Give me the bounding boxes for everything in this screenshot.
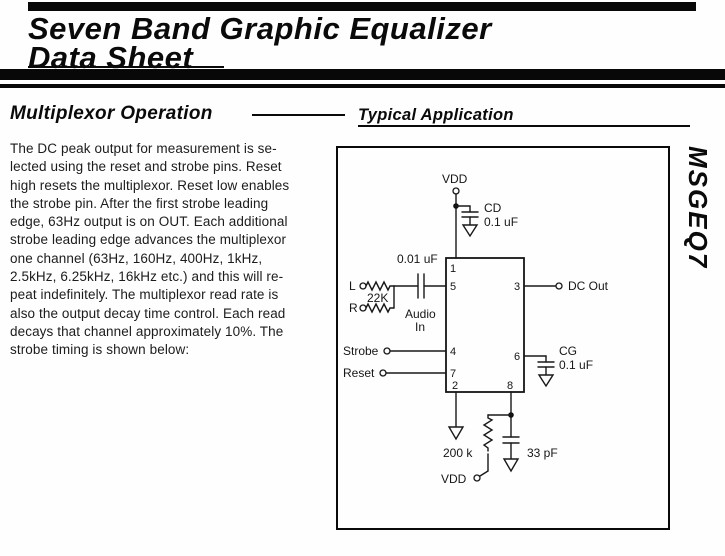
pin-1-label: 1 [450, 263, 456, 275]
typical-application-circuit-frame: VDD CD 0.1 uF 1 5 3 [336, 146, 670, 530]
multiplexor-operation-paragraph: The DC peak output for measurement is se… [10, 141, 290, 358]
ground-symbol [537, 374, 555, 388]
reset-label: Reset [343, 366, 375, 380]
reset-terminal [379, 369, 387, 377]
ic-outline [445, 257, 525, 393]
cg-value-label: 0.1 uF [559, 358, 593, 372]
title-underline [28, 66, 224, 68]
page-title-line1: Seven Band Graphic Equalizer [28, 11, 492, 46]
strobe-label: Strobe [343, 344, 379, 358]
top-rule-bar [28, 2, 696, 11]
pin8-bias-network: 200 k VDD 33 pF [441, 391, 558, 486]
left-heading-rule [252, 114, 345, 116]
vdd-top-terminal [452, 187, 460, 195]
pin2-ground [447, 391, 465, 441]
pin-4-label: 4 [450, 346, 456, 358]
pin-5-label: 5 [450, 281, 456, 293]
vdd-bottom-label: VDD [441, 472, 467, 486]
vdd-top-rail: VDD [442, 172, 468, 259]
ground-symbol [461, 224, 479, 238]
section-heading-multiplexor-operation: Multiplexor Operation [10, 103, 213, 124]
header-thin-bar [0, 84, 725, 88]
left-input-resistor [365, 280, 395, 292]
strobe-terminal [383, 347, 391, 355]
bias-resistor [482, 414, 494, 452]
right-input-label: R [349, 301, 358, 315]
vdd-bottom-terminal [473, 474, 481, 482]
right-input-resistor [365, 302, 395, 314]
cd-capacitor: CD 0.1 uF [455, 201, 518, 238]
bias-resistor-value-label: 200 k [443, 446, 473, 460]
ground-symbol [447, 426, 465, 441]
header-thick-bar [0, 69, 725, 80]
application-circuit-diagram: VDD CD 0.1 uF 1 5 3 [343, 172, 609, 486]
vdd-top-label: VDD [442, 172, 468, 186]
section-heading-typical-application: Typical Application [358, 106, 514, 124]
right-heading-underline [358, 125, 690, 127]
cg-capacitor: CG 0.1 uF [523, 344, 593, 388]
audio-in-label-line2: In [415, 320, 425, 334]
cd-value-label: 0.1 uF [484, 215, 518, 229]
dc-out-label: DC Out [568, 279, 609, 293]
cg-name-label: CG [559, 344, 577, 358]
cd-name-label: CD [484, 201, 502, 215]
input-resistor-value-label: 22K [367, 291, 388, 305]
left-input-terminal [359, 282, 367, 290]
bias-cap-value-label: 33 pF [527, 446, 558, 460]
pin-6-label: 6 [514, 351, 520, 363]
reset-input-line: Reset [343, 366, 447, 380]
ground-symbol [502, 458, 520, 473]
coupling-cap-value-label: 0.01 uF [397, 252, 438, 266]
pin-7-label: 7 [450, 368, 456, 380]
dc-out-terminal [555, 282, 563, 290]
left-input-label: L [349, 279, 356, 293]
audio-input-network: L R 22K 0.01 uF Audio In [349, 252, 447, 334]
pin-3-label: 3 [514, 281, 520, 293]
part-number-side-tab: MSGEQ7 [683, 146, 713, 270]
pin-8-label: 8 [507, 380, 513, 392]
pin-2-label: 2 [452, 380, 458, 392]
audio-in-label-line1: Audio [405, 307, 436, 321]
right-input-terminal [359, 304, 367, 312]
strobe-input-line: Strobe [343, 344, 447, 358]
msgeq7-ic-body: 1 5 3 4 7 2 8 6 [445, 257, 525, 393]
dc-out-line: DC Out [523, 279, 609, 293]
